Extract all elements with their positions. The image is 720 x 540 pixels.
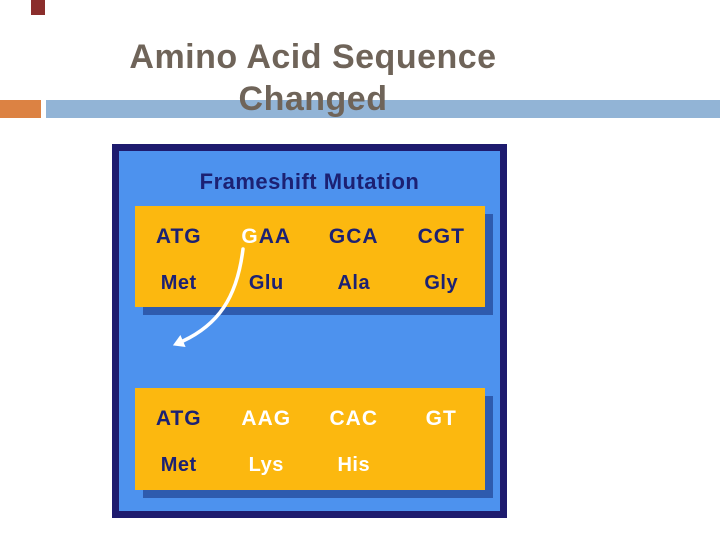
amino-acid-text: Met: [160, 271, 197, 294]
codon-text: AAG: [241, 407, 292, 430]
codon: GCA: [310, 225, 398, 249]
diagram-title: Frameshift Mutation: [199, 169, 420, 194]
codon: ATG: [135, 225, 223, 249]
slide-title: Amino Acid Sequence Changed: [108, 36, 518, 120]
original-amino-acid-row: Met Glu Ala Gly: [135, 260, 485, 306]
amino-acid: Glu: [223, 272, 311, 295]
codon-text: ATG: [155, 225, 202, 248]
original-codon-row: ATG GAA GCA CGT: [135, 214, 485, 260]
codon: CAC: [310, 407, 398, 431]
amino-acid: His: [310, 454, 398, 477]
accent-orange-bar: [0, 100, 41, 118]
amino-acid-text: Glu: [248, 271, 284, 294]
codon-text: G: [241, 225, 259, 248]
mutated-codon-row: ATG AAG CAC GT: [135, 396, 485, 442]
amino-acid-text: Met: [160, 453, 197, 476]
amino-acid: Ala: [310, 272, 398, 295]
mutated-sequence-box: ATG AAG CAC GT Met Lys His: [135, 388, 485, 490]
codon-text: AA: [258, 225, 292, 248]
amino-acid-text: Ala: [337, 271, 371, 294]
codon-text: ATG: [155, 407, 202, 430]
codon-text: CAC: [329, 407, 378, 430]
amino-acid: Gly: [398, 272, 486, 295]
slide-title-line1: Amino Acid Sequence: [129, 38, 497, 76]
codon: ATG: [135, 407, 223, 431]
slide-title-line2: Changed: [238, 80, 388, 118]
codon-text: GT: [425, 407, 457, 430]
amino-acid-text: Gly: [424, 271, 459, 294]
codon: AAG: [223, 407, 311, 431]
codon: GAA: [223, 225, 311, 249]
amino-acid: Lys: [223, 454, 311, 477]
original-sequence-box: ATG GAA GCA CGT Met Glu Ala Gly: [135, 206, 485, 307]
amino-acid: Met: [135, 272, 223, 295]
mutated-amino-acid-row: Met Lys His: [135, 442, 485, 488]
theme-corner-tab: [31, 0, 45, 15]
accent-blue-bar: [46, 100, 720, 118]
codon-text: CGT: [417, 225, 465, 248]
codon: CGT: [398, 225, 486, 249]
amino-acid-text: Lys: [248, 453, 284, 476]
codon: GT: [398, 407, 486, 431]
codon-text: GCA: [328, 225, 379, 248]
amino-acid-text: His: [337, 453, 371, 476]
amino-acid: Met: [135, 454, 223, 477]
